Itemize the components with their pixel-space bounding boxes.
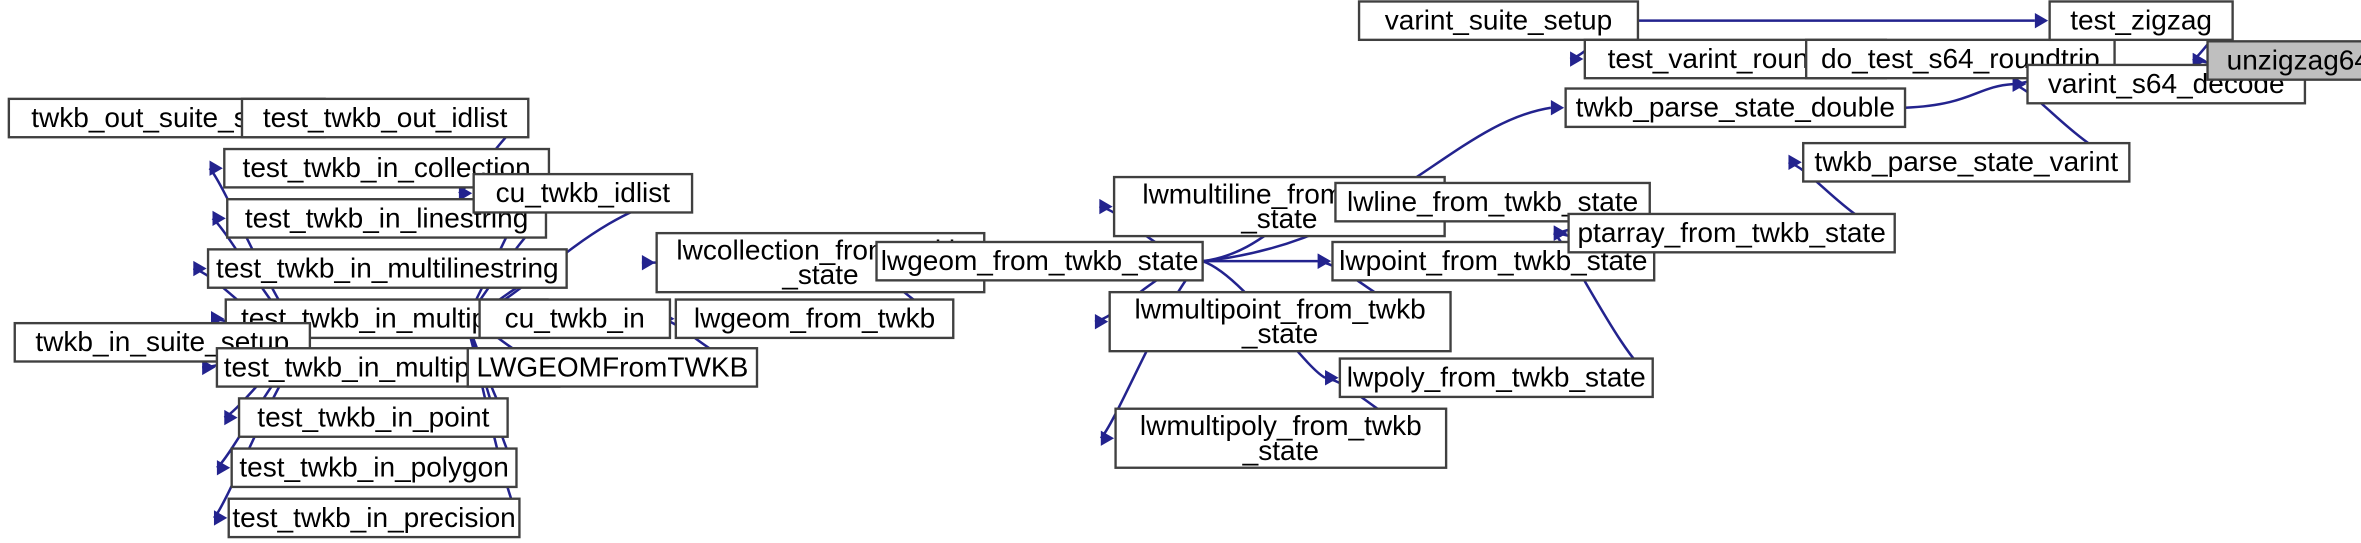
graph-node-lwmultipoly_from_twkb_state[interactable]: lwmultipoly_from_twkb_state [1114, 407, 1448, 469]
graph-node-test_twkb_in_multilinestring[interactable]: test_twkb_in_multilinestring [206, 248, 568, 289]
arrow-head-test_twkb_out_idlist-to-cu_twkb_idlist [458, 185, 473, 201]
arrow-head-varint_suite_setup-to-test_varint_roundtrip [1570, 51, 1584, 67]
arrow-head-twkb_in_suite_setup-to-test_twkb_in_polygon [216, 460, 231, 476]
arrow-head-lwgeom_from_twkb_state-to-twkb_parse_state_double [1550, 100, 1565, 116]
arrow-head-lwgeom_from_twkb_state-to-lwmultipoint_from_twkb_state [1094, 313, 1109, 330]
node-label-lwmultipoly_from_twkb_state: lwmultipoly_from_twkb [1140, 410, 1422, 441]
graph-node-test_twkb_in_precision[interactable]: test_twkb_in_precision [227, 497, 521, 539]
node-box-ptarray_from_twkb_state [1567, 212, 1896, 254]
node-box-twkb_parse_state_double [1564, 87, 1907, 129]
node-label2-lwmultiline_from_twkb_state: _state [1240, 203, 1317, 234]
node-label-cu_twkb_idlist: cu_twkb_idlist [496, 177, 671, 208]
node-label-test_twkb_in_polygon: test_twkb_in_polygon [239, 452, 508, 483]
node-label-test_zigzag: test_zigzag [2070, 5, 2212, 36]
graph-node-twkb_parse_state_double[interactable]: twkb_parse_state_double [1564, 87, 1907, 129]
node-label2-lwmultipoint_from_twkb_state: _state [1241, 318, 1318, 349]
arrow-head-twkb_in_suite_setup-to-test_twkb_in_point [224, 409, 238, 426]
arrow-head-ptarray_from_twkb_state-to-twkb_parse_state_varint [1788, 154, 1802, 170]
graph-node-lwgeom_from_twkb[interactable]: lwgeom_from_twkb [674, 298, 955, 340]
node-label-LWGEOMFromTWKB: LWGEOMFromTWKB [476, 351, 748, 382]
arrow-head-do_test_s64_roundtrip-to-varint_s64_decode [2012, 76, 2027, 92]
graph-node-twkb_parse_state_varint[interactable]: twkb_parse_state_varint [1802, 141, 2131, 183]
node-label-test_twkb_in_precision: test_twkb_in_precision [232, 502, 515, 533]
node-label-lwgeom_from_twkb_state: lwgeom_from_twkb_state [881, 245, 1199, 276]
arrow-head-lwgeom_from_twkb_state-to-lwmultipoly_from_twkb_state [1100, 430, 1115, 446]
node-label-unzigzag64: unzigzag64 [2227, 44, 2361, 75]
node-box-twkb_parse_state_varint [1802, 141, 2131, 183]
graph-node-ptarray_from_twkb_state[interactable]: ptarray_from_twkb_state [1567, 212, 1896, 254]
node-box-test_twkb_in_point [237, 397, 509, 438]
node-box-test_twkb_in_polygon [230, 447, 518, 489]
node-box-test_zigzag [2048, 0, 2234, 42]
node-box-lwgeom_from_twkb_state [875, 240, 1204, 282]
node-box-test_twkb_in_multilinestring [206, 248, 568, 289]
arrow-head-lwpoly_from_twkb_state-to-ptarray_from_twkb_state [1553, 225, 1568, 241]
graph-node-cu_twkb_idlist[interactable]: cu_twkb_idlist [472, 172, 694, 214]
node-box-cu_twkb_idlist [472, 172, 694, 214]
node-label-lwmultipoint_from_twkb_state: lwmultipoint_from_twkb [1135, 293, 1426, 324]
graph-node-unzigzag64[interactable]: unzigzag64 [2206, 40, 2361, 81]
node-box-test_twkb_out_idlist [240, 97, 530, 139]
node-label-varint_suite_setup: varint_suite_setup [1385, 5, 1612, 36]
node-label-test_twkb_in_multilinestring: test_twkb_in_multilinestring [216, 252, 559, 283]
node-box-unzigzag64 [2206, 40, 2361, 81]
arrow-head-lwmultipoint_from_twkb_state-to-lwpoint_from_twkb_state [1317, 253, 1332, 269]
node-label-lwpoly_from_twkb_state: lwpoly_from_twkb_state [1347, 362, 1646, 393]
node-layer: twkb_out_suite_setuptest_twkb_out_idlist… [7, 0, 2361, 539]
node-box-lwpoly_from_twkb_state [1338, 357, 1654, 399]
node-label-test_twkb_out_idlist: test_twkb_out_idlist [263, 102, 508, 133]
graph-node-lwgeom_from_twkb_state[interactable]: lwgeom_from_twkb_state [875, 240, 1204, 282]
node-label-lwline_from_twkb_state: lwline_from_twkb_state [1347, 186, 1638, 217]
graph-node-varint_suite_setup[interactable]: varint_suite_setup [1357, 0, 1640, 42]
arrow-head-twkb_in_suite_setup-to-test_twkb_in_precision [213, 510, 228, 526]
arrow-head-lwgeom_from_twkb_state-to-lwmultiline_from_twkb_state [1099, 198, 1113, 215]
graph-node-test_zigzag[interactable]: test_zigzag [2048, 0, 2234, 42]
node-box-test_twkb_in_precision [227, 497, 521, 539]
graph-node-lwmultipoint_from_twkb_state[interactable]: lwmultipoint_from_twkb_state [1108, 290, 1452, 353]
node-label-twkb_parse_state_double: twkb_parse_state_double [1576, 92, 1895, 123]
node-box-varint_suite_setup [1357, 0, 1640, 42]
node-label-test_twkb_in_point: test_twkb_in_point [257, 401, 489, 432]
arrow-head-twkb_in_suite_setup-to-test_twkb_in_multipolygon [202, 359, 216, 376]
node-label-twkb_parse_state_varint: twkb_parse_state_varint [1814, 146, 2118, 177]
graph-node-LWGEOMFromTWKB[interactable]: LWGEOMFromTWKB [466, 347, 759, 388]
node-box-cu_twkb_in [478, 298, 672, 340]
node-box-LWGEOMFromTWKB [466, 347, 759, 388]
node-box-varint_s64_decode [2026, 63, 2307, 105]
node-label-ptarray_from_twkb_state: ptarray_from_twkb_state [1577, 217, 1885, 248]
edge-twkb_parse_state_double-to-varint_s64_decode [1904, 82, 2013, 109]
graph-node-lwpoly_from_twkb_state[interactable]: lwpoly_from_twkb_state [1338, 357, 1654, 399]
graph-node-cu_twkb_in[interactable]: cu_twkb_in [478, 298, 672, 340]
graph-node-test_twkb_in_polygon[interactable]: test_twkb_in_polygon [230, 447, 518, 489]
node-box-lwmultipoint_from_twkb_state [1108, 290, 1452, 353]
node-box-lwline_from_twkb_state [1334, 181, 1651, 223]
arrow-head-twkb_in_suite_setup-to-test_twkb_in_linestring [212, 210, 226, 227]
arrow-head-twkb_in_suite_setup-to-test_twkb_in_multilinestring [193, 260, 207, 277]
graph-node-test_twkb_out_idlist[interactable]: test_twkb_out_idlist [240, 97, 530, 139]
graph-node-test_twkb_in_point[interactable]: test_twkb_in_point [237, 397, 509, 438]
node-label-cu_twkb_in: cu_twkb_in [505, 303, 645, 334]
arrow-head-lwgeom_from_twkb_state-to-lwcollection_from_twkb_state [641, 254, 656, 271]
node-box-lwmultipoly_from_twkb_state [1114, 407, 1448, 469]
node-label2-lwmultipoly_from_twkb_state: _state [1242, 435, 1319, 466]
arrow-head-varint_suite_setup-to-test_zigzag [2034, 12, 2049, 29]
arrow-head-lwmultipoly_from_twkb_state-to-lwpoly_from_twkb_state [1325, 370, 1339, 386]
node-box-lwgeom_from_twkb [674, 298, 955, 340]
graph-node-lwline_from_twkb_state[interactable]: lwline_from_twkb_state [1334, 181, 1651, 223]
arrow-head-twkb_in_suite_setup-to-test_twkb_in_collection [209, 160, 223, 176]
node-label2-lwcollection_from_twkb_state: _state [781, 259, 858, 290]
node-label-lwgeom_from_twkb: lwgeom_from_twkb [694, 303, 935, 334]
